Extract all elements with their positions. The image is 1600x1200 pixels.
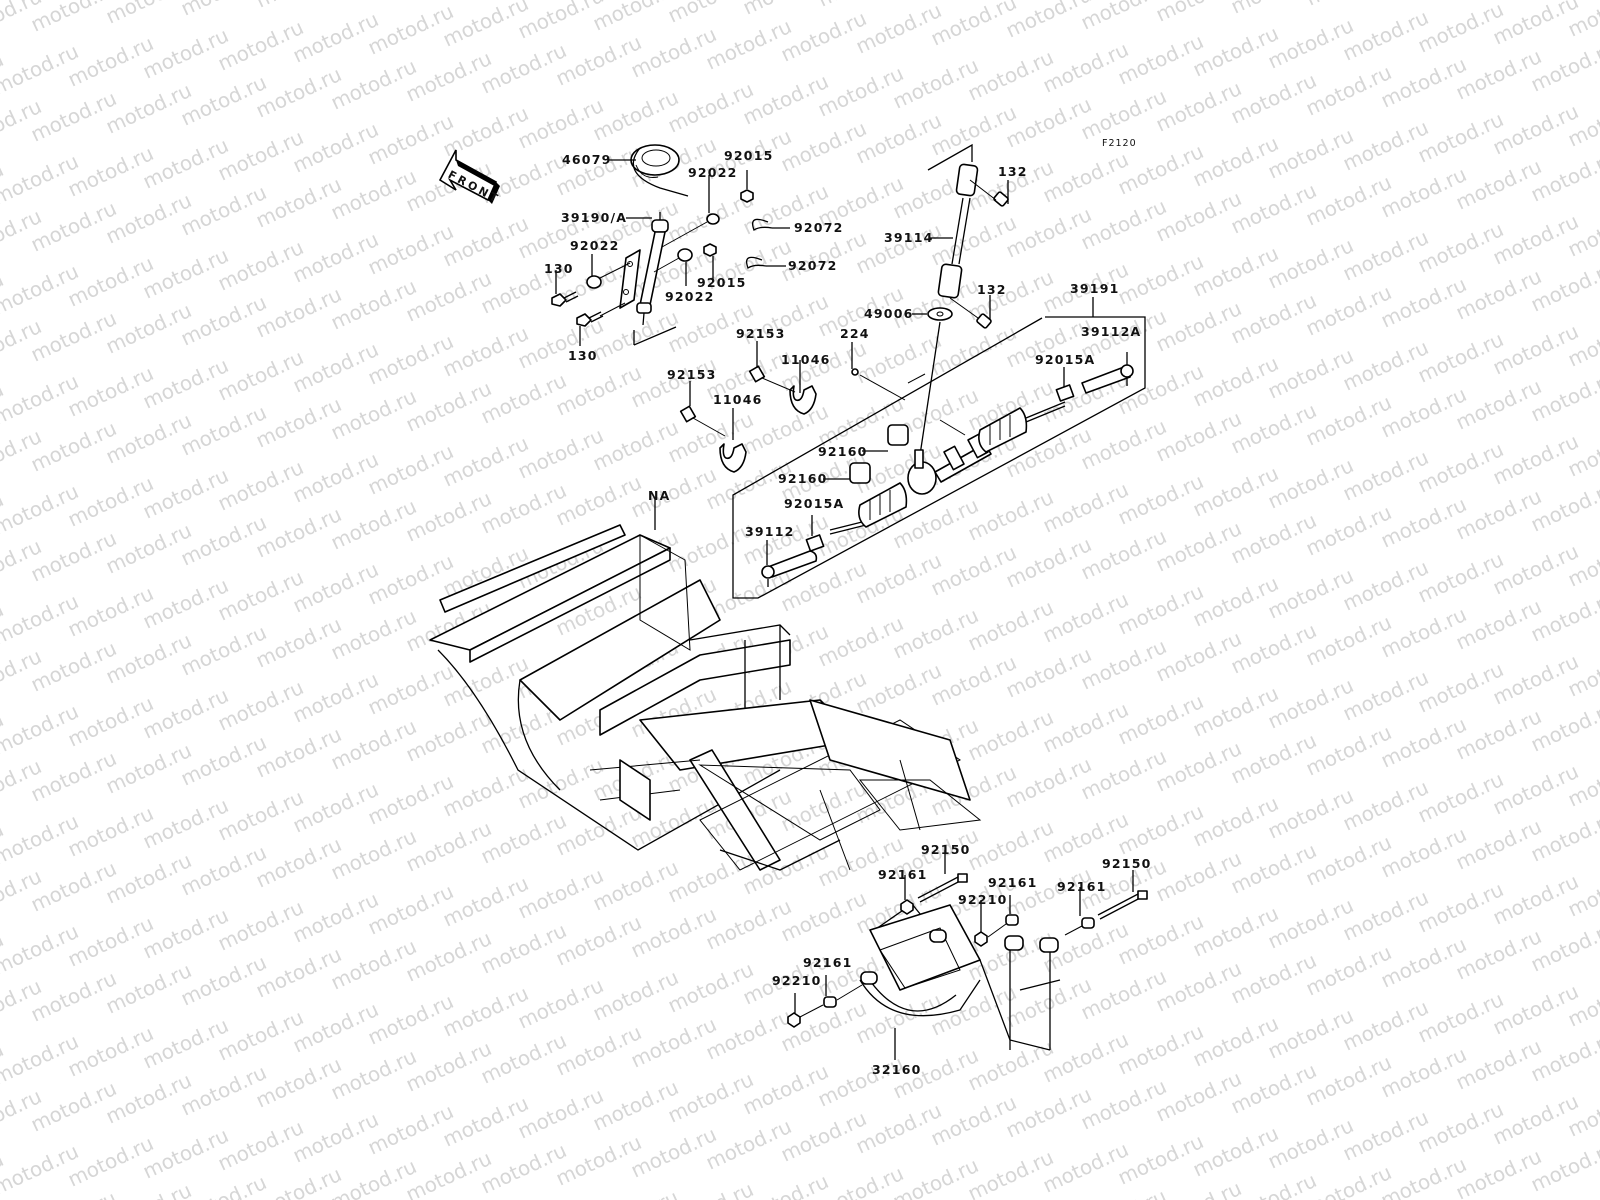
reference-code: F2120 — [1102, 138, 1137, 149]
tie-rod-end-39112a — [1081, 364, 1134, 394]
nut-92210-a — [974, 931, 988, 947]
part-label-92160-b: 92160 — [778, 471, 828, 486]
bushing-92161-d — [1081, 917, 1095, 929]
front-arrow-icon — [438, 149, 500, 204]
bracket-line — [633, 326, 677, 346]
part-label-na: NA — [648, 488, 671, 503]
bushing-92161-b — [1005, 914, 1019, 926]
nut-92161-a — [900, 899, 914, 915]
part-label-92022-mid: 92022 — [665, 289, 715, 304]
intermediate-shaft-part — [927, 143, 979, 299]
bolt-224 — [851, 368, 859, 376]
part-label-39190a: 39190/A — [561, 210, 628, 225]
horn-part — [630, 144, 689, 197]
part-label-46079: 46079 — [562, 152, 612, 167]
part-label-92153-a: 92153 — [736, 326, 786, 341]
clamp-11046-b — [719, 443, 747, 473]
part-label-92015a-right: 92015A — [1035, 352, 1096, 367]
part-label-130-a: 130 — [544, 261, 574, 276]
part-label-92022-left: 92022 — [570, 238, 620, 253]
bolt-92153-b — [679, 405, 726, 437]
nut-92015-mid — [703, 243, 717, 257]
part-label-132-a: 132 — [998, 164, 1028, 179]
bolt-92150-a — [917, 873, 968, 903]
part-label-92072-a: 92072 — [794, 220, 844, 235]
bolt-92150-b — [1097, 890, 1148, 920]
nut-92015a-left — [805, 534, 825, 552]
clip-92072-a — [751, 218, 773, 231]
vehicle-frame-part — [429, 497, 982, 871]
washer-92022-left — [586, 275, 602, 289]
bushing-92161-c — [823, 996, 837, 1008]
bushing-92160-b — [849, 462, 871, 484]
part-label-92150-a: 92150 — [921, 842, 971, 857]
part-label-92161-a: 92161 — [878, 867, 928, 882]
bolt-130-a — [551, 291, 579, 307]
washer-49006 — [927, 307, 953, 321]
part-label-92161-b: 92161 — [988, 875, 1038, 890]
bolt-132-b — [949, 297, 992, 329]
washer-92022-top — [706, 213, 720, 225]
steering-column-part — [619, 212, 669, 326]
part-label-39112a: 39112A — [1081, 324, 1142, 339]
part-label-92150-b: 92150 — [1102, 856, 1152, 871]
part-label-130-b: 130 — [568, 348, 598, 363]
bushing-92160-a — [887, 424, 909, 446]
part-label-92210-a: 92210 — [958, 892, 1008, 907]
part-label-32160: 32160 — [872, 1062, 922, 1077]
assembly-outline-39191 — [732, 316, 1146, 599]
part-label-92072-b: 92072 — [788, 258, 838, 273]
part-label-92210-b: 92210 — [772, 973, 822, 988]
part-label-49006: 49006 — [864, 306, 914, 321]
nut-92210-b — [787, 1012, 801, 1028]
bolt-92153-a — [748, 365, 796, 393]
part-label-92161-d: 92161 — [803, 955, 853, 970]
bolt-132-a — [969, 179, 1009, 207]
bolt-130-b — [576, 311, 604, 327]
part-label-224: 224 — [840, 326, 870, 341]
part-label-39114: 39114 — [884, 230, 934, 245]
front-guard-part — [859, 903, 1061, 1051]
part-label-92153-b: 92153 — [667, 367, 717, 382]
nut-92015a-right — [1055, 384, 1075, 402]
part-label-92015-top: 92015 — [724, 148, 774, 163]
part-label-92015-mid: 92015 — [697, 275, 747, 290]
nut-92015-top — [740, 189, 754, 203]
part-label-92160-a: 92160 — [818, 444, 868, 459]
part-label-132-b: 132 — [977, 282, 1007, 297]
clamp-11046-a — [789, 385, 817, 415]
part-label-11046-b: 11046 — [713, 392, 763, 407]
part-label-39112: 39112 — [745, 524, 795, 539]
part-label-92015a-left: 92015A — [784, 496, 845, 511]
steering-rack-part — [829, 401, 1066, 535]
washer-92022-mid — [677, 248, 693, 262]
part-label-39191: 39191 — [1070, 281, 1120, 296]
part-label-92161-c: 92161 — [1057, 879, 1107, 894]
part-label-92022-top: 92022 — [688, 165, 738, 180]
part-label-11046-a: 11046 — [781, 352, 831, 367]
clip-92072-b — [745, 256, 767, 269]
